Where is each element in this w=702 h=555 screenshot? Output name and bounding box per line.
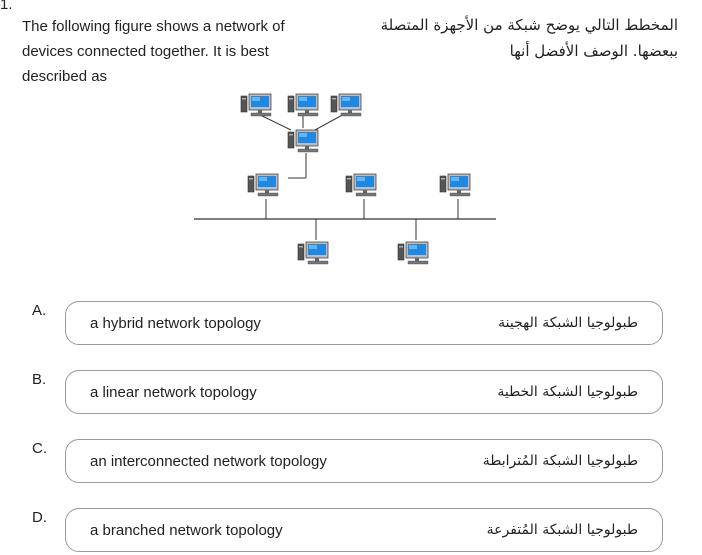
computer-icon xyxy=(345,173,377,197)
question-stem-ar: المخطط التالي يوضح شبكة من الأجهزة المتص… xyxy=(380,16,678,60)
computer-icon xyxy=(297,241,329,265)
option-a-letter: A. xyxy=(32,302,47,319)
option-c[interactable]: an interconnected network topology طبولو… xyxy=(65,439,663,483)
option-b-text-en: a linear network topology xyxy=(90,383,257,401)
option-c-text-en: an interconnected network topology xyxy=(90,452,327,470)
computer-icon xyxy=(330,93,362,117)
computer-icon xyxy=(240,93,272,117)
network-diagram xyxy=(194,93,496,265)
computer-icon xyxy=(287,93,319,117)
option-c-letter: C. xyxy=(32,440,47,457)
option-a-text-ar: طبولوجيا الشبكة الهجينة xyxy=(498,315,638,331)
question-stem-en: The following figure shows a network of … xyxy=(22,18,285,85)
computer-icon xyxy=(287,129,319,153)
question-number: 1. xyxy=(0,0,13,13)
option-d-letter: D. xyxy=(32,509,47,526)
option-b-text-ar: طبولوجيا الشبكة الخطية xyxy=(497,384,638,400)
option-d-text-en: a branched network topology xyxy=(90,521,283,539)
option-a[interactable]: a hybrid network topology طبولوجيا الشبك… xyxy=(65,301,663,345)
option-d-text-ar: طبولوجيا الشبكة المُتفرعة xyxy=(486,522,638,538)
computer-icon xyxy=(397,241,429,265)
computer-icon xyxy=(439,173,471,197)
computer-icon xyxy=(247,173,279,197)
option-c-text-ar: طبولوجيا الشبكة المُترابطة xyxy=(482,453,638,469)
option-b[interactable]: a linear network topology طبولوجيا الشبك… xyxy=(65,370,663,414)
option-d[interactable]: a branched network topology طبولوجيا الش… xyxy=(65,508,663,552)
option-a-text-en: a hybrid network topology xyxy=(90,314,261,332)
option-b-letter: B. xyxy=(32,371,47,388)
